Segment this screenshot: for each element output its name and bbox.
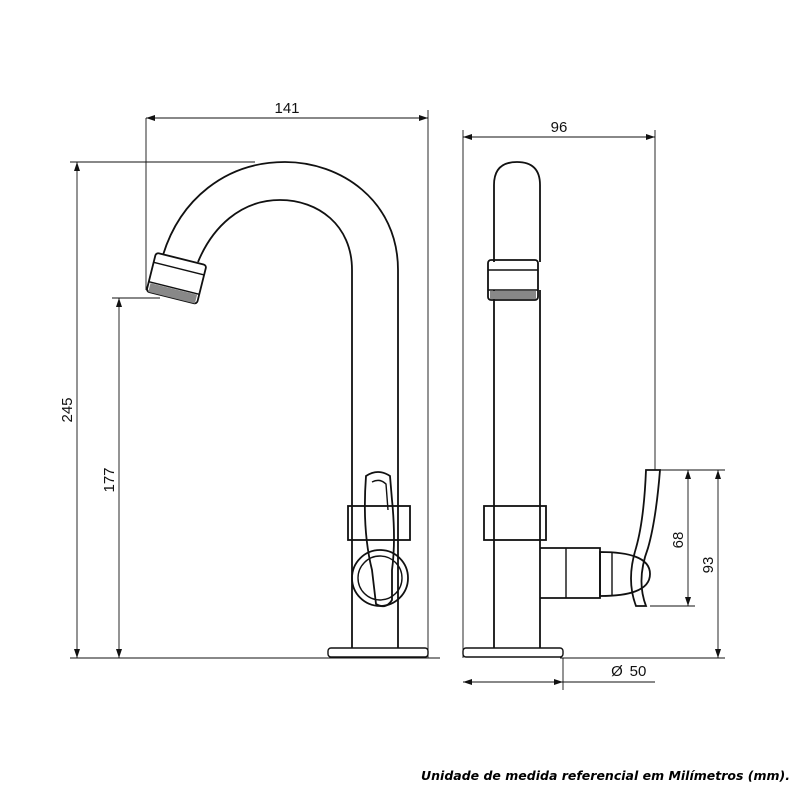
- dim-base-diameter: 50: [630, 663, 647, 680]
- dim-front-width: 141: [274, 100, 299, 117]
- units-footnote: Unidade de medida referencial em Milímet…: [420, 768, 790, 783]
- dim-total-height: 245: [59, 397, 76, 422]
- dim-handle-height-small: 68: [670, 532, 687, 549]
- side-valve-collar: [483, 505, 547, 541]
- front-spout-inner: [197, 199, 353, 271]
- side-view: [462, 161, 661, 658]
- side-base-plate: [462, 647, 564, 658]
- dim-diameter-symbol: Ø: [611, 663, 623, 680]
- side-lever-handle: [630, 469, 661, 607]
- front-lever-handle: [363, 471, 395, 608]
- front-spout-outer: [162, 161, 399, 271]
- front-dimensions: 141 245 177: [59, 100, 440, 659]
- side-spout-top: [493, 161, 541, 262]
- dim-spout-height: 177: [101, 467, 118, 492]
- dim-side-width: 96: [551, 119, 568, 136]
- side-valve-dome: [599, 551, 651, 597]
- front-aerator: [146, 252, 207, 305]
- front-valve-collar: [347, 505, 411, 541]
- dim-handle-height-large: 93: [700, 557, 717, 574]
- front-view: [146, 161, 429, 658]
- front-base-plate: [327, 647, 429, 658]
- side-dimensions: 96 68 93 Ø 50: [462, 119, 725, 690]
- side-aerator: [487, 259, 539, 301]
- front-handle-housing: [351, 549, 409, 607]
